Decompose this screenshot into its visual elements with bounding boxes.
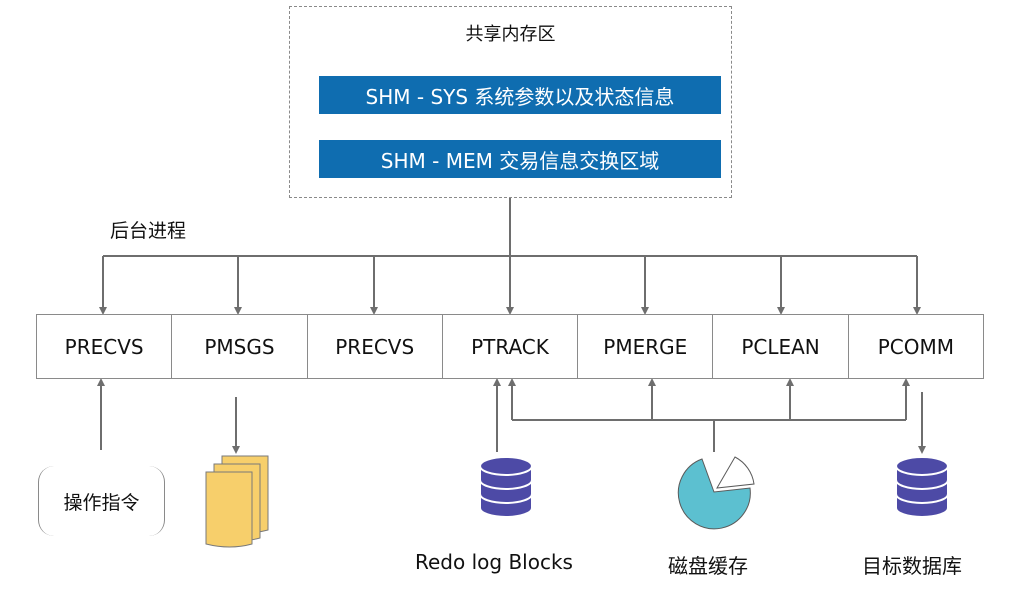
process-box: PRECVS: [36, 314, 173, 379]
process-box: PCLEAN: [712, 314, 849, 379]
process-box: PCOMM: [847, 314, 984, 379]
shared-memory-area: [289, 6, 732, 198]
shm-mem-bar: SHM - MEM 交易信息交换区域: [319, 140, 721, 178]
pie-chart-icon: [677, 456, 755, 530]
process-row: PRECVS PMSGS PRECVS PTRACK PMERGE PCLEAN…: [36, 314, 984, 379]
shm-sys-bar: SHM - SYS 系统参数以及状态信息: [319, 76, 721, 114]
process-box: PRECVS: [306, 314, 443, 379]
document-stack-icon: [205, 455, 269, 548]
disk-cache-caption: 磁盘缓存: [668, 554, 748, 578]
process-box: PTRACK: [441, 314, 579, 379]
process-box: PMSGS: [171, 314, 308, 379]
redo-log-caption: Redo log Blocks: [415, 550, 573, 574]
database-icon: [895, 456, 949, 518]
target-database-caption: 目标数据库: [862, 554, 962, 578]
background-process-label: 后台进程: [110, 220, 187, 242]
shared-memory-title: 共享内存区: [465, 24, 556, 45]
process-box: PMERGE: [577, 314, 714, 379]
database-icon: [479, 456, 533, 518]
operation-instruction: 操作指令: [38, 466, 165, 536]
